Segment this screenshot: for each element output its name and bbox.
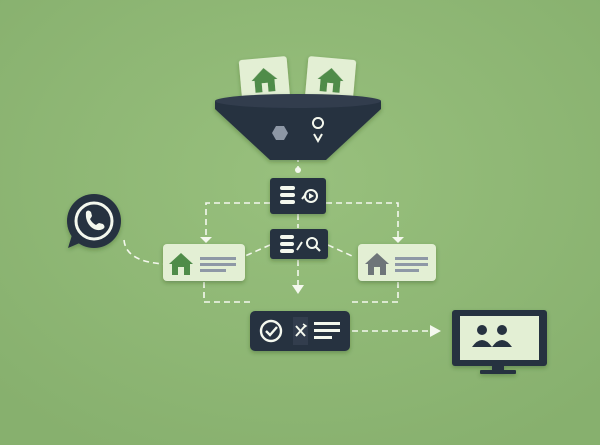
- users-icon: [472, 325, 512, 347]
- search-icon: [306, 237, 318, 249]
- match-verification-panel: [250, 311, 350, 351]
- search-to-left-listing-connector: [244, 244, 271, 257]
- left-listing-to-match-connector: [203, 282, 250, 303]
- shuffle-icon: [295, 323, 308, 337]
- arrow-head-down: [292, 285, 304, 294]
- arrow-head-display: [430, 325, 441, 337]
- listing-card-left: [163, 244, 245, 281]
- check-circle-icon: [259, 319, 283, 343]
- database-sync-icon: [270, 178, 326, 214]
- database-search-icon: [270, 229, 328, 259]
- funnel-outlet-dot: [295, 167, 301, 173]
- house-icon: [169, 253, 193, 275]
- chat-to-left-listing-connector: [123, 239, 166, 265]
- arrow-head-right: [392, 237, 404, 243]
- phone-handset-icon: [85, 210, 105, 231]
- house-icon: [365, 253, 389, 275]
- arrow-head-left: [200, 237, 212, 243]
- arrowheads: [200, 237, 441, 337]
- funnel-icon: [215, 94, 381, 160]
- right-listing-to-match-connector: [348, 282, 399, 303]
- diamond-filter-icon: [272, 126, 288, 140]
- whatsapp-phone-icon: [67, 194, 121, 248]
- monitor-icon: [452, 310, 547, 374]
- house-icon: [251, 68, 278, 93]
- house-icon: [317, 68, 344, 93]
- location-pin-icon: [312, 117, 324, 129]
- sync-to-left-listing-connector: [205, 202, 270, 238]
- listing-card-right: [358, 244, 436, 281]
- sync-to-right-listing-connector: [326, 202, 399, 238]
- search-to-right-listing-connector: [327, 244, 353, 257]
